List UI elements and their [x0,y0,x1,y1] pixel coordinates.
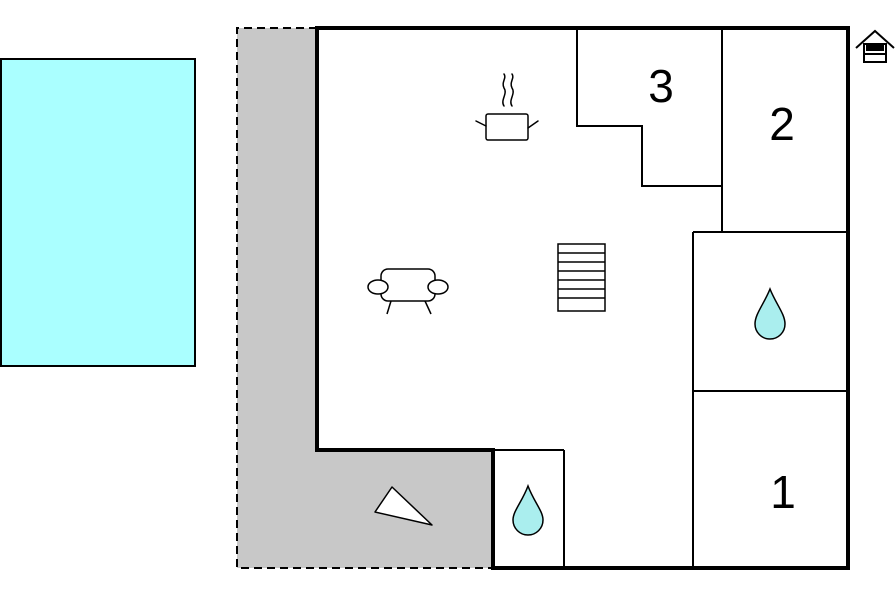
interior-walls [495,30,846,566]
house-entrance-icon [855,29,895,63]
room-label-2: 2 [769,98,795,150]
pool [0,58,196,367]
cooking-pot-icon [475,73,539,141]
room-label-1: 1 [770,466,796,518]
room-label-3: 3 [648,60,674,112]
terrace-dashed-border [236,27,493,569]
deckchair-icon [374,486,433,526]
water-drop-icon [754,286,786,340]
terrace [237,28,493,568]
staircase-icon [557,243,606,312]
water-drop-icon [512,483,544,536]
sofa-icon [367,268,449,315]
